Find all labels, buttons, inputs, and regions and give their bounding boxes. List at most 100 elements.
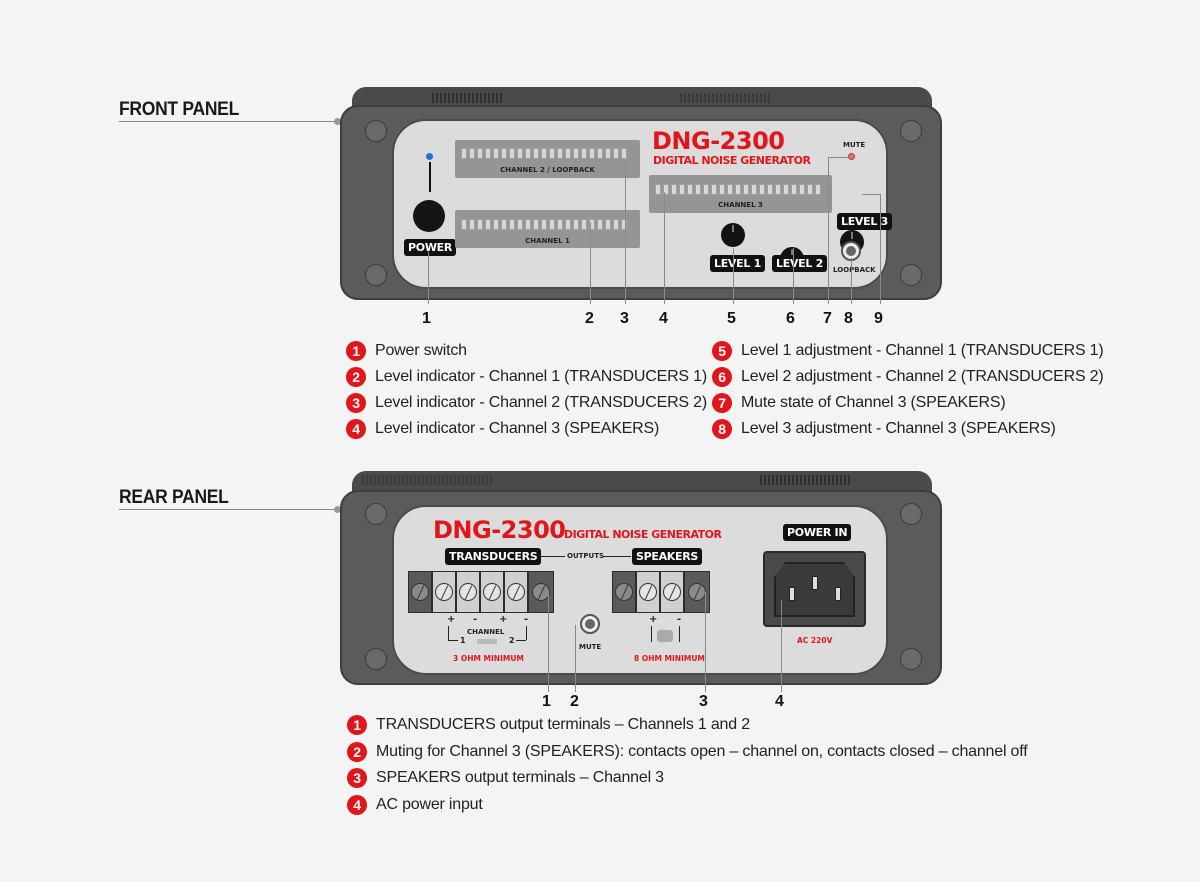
legend-item: 4 AC power input <box>347 792 1027 819</box>
callout-number: 2 <box>585 310 594 327</box>
level-1-knob[interactable] <box>721 223 745 247</box>
callout-line <box>828 157 829 304</box>
pin-icon <box>789 587 795 601</box>
power-switch-button[interactable] <box>413 200 445 232</box>
screw-icon <box>483 583 501 601</box>
transducers-label: TRANSDUCERS <box>445 548 542 565</box>
legend-text: Power switch <box>375 342 467 359</box>
screw-icon <box>900 503 922 525</box>
polarity-plus: + <box>499 614 508 625</box>
callout-number: 2 <box>570 693 579 710</box>
front-device: POWER CHANNEL 2 / LOOPBACK CHANNEL 1 CHA… <box>0 0 1200 304</box>
meter-channel-3-label: CHANNEL 3 <box>718 201 763 209</box>
terminal[interactable] <box>637 572 661 612</box>
screw-icon <box>435 583 453 601</box>
terminal[interactable] <box>481 572 505 612</box>
mute-jack-label: MUTE <box>579 643 602 651</box>
speakers-terminal-block[interactable] <box>612 571 710 613</box>
screw-icon <box>365 264 387 286</box>
front-subtitle: DIGITAL NOISE GENERATOR <box>653 154 811 167</box>
bracket <box>516 640 526 641</box>
level-3-label: LEVEL 3 <box>837 213 892 230</box>
screw-icon <box>900 648 922 670</box>
channel-label: CHANNEL <box>467 628 505 636</box>
meter-channel-1: CHANNEL 1 <box>455 210 640 248</box>
power-in-label: POWER IN <box>783 524 852 541</box>
terminal[interactable] <box>433 572 457 612</box>
screw-icon <box>900 120 922 142</box>
front-vent-right <box>680 93 770 103</box>
callout-line <box>625 160 626 304</box>
callout-number: 4 <box>775 693 784 710</box>
power-led-icon <box>426 153 433 160</box>
legend-number-badge: 6 <box>712 367 732 387</box>
speakers-label: SPEAKERS <box>632 548 703 565</box>
legend-number-badge: 3 <box>346 393 366 413</box>
terminal[interactable] <box>457 572 481 612</box>
bracket <box>448 640 458 641</box>
bracket <box>651 626 652 642</box>
polarity-minus: - <box>677 614 682 625</box>
ac-voltage-label: AC 220V <box>797 636 833 645</box>
legend-text: Level 2 adjustment - Channel 2 (TRANSDUC… <box>741 368 1104 385</box>
legend-number-badge: 1 <box>346 341 366 361</box>
legend-number-badge: 3 <box>347 768 367 789</box>
meter-channel-2: CHANNEL 2 / LOOPBACK <box>455 140 640 178</box>
terminal[interactable] <box>613 572 637 612</box>
mute-jack[interactable] <box>580 614 600 634</box>
legend-text: Level indicator - Channel 1 (TRANSDUCERS… <box>375 368 707 385</box>
callout-line <box>548 592 549 692</box>
meter-channel-1-label: CHANNEL 1 <box>525 237 570 245</box>
terminal[interactable] <box>529 572 553 612</box>
rear-vent-left <box>362 475 492 485</box>
legend-item: 3 Level indicator - Channel 2 (TRANSDUCER… <box>346 390 707 416</box>
legend-text: TRANSDUCERS output terminals – Channels … <box>376 716 750 734</box>
pin-icon <box>812 576 818 590</box>
level-1-label: LEVEL 1 <box>710 255 765 272</box>
transducers-terminal-block[interactable] <box>408 571 554 613</box>
channel-link-icon <box>477 639 497 644</box>
callout-line <box>590 222 591 304</box>
outputs-line-right <box>603 556 631 557</box>
callout-number: 7 <box>823 310 832 327</box>
legend-number-badge: 4 <box>347 794 367 815</box>
rear-heading-leader-dot <box>334 506 341 513</box>
speaker-icon <box>657 630 673 642</box>
front-heading-leader-dot <box>334 118 341 125</box>
terminal[interactable] <box>661 572 685 612</box>
power-led-line <box>429 162 431 192</box>
terminal[interactable] <box>409 572 433 612</box>
callout-line <box>428 252 429 304</box>
rear-vent-right <box>760 475 850 485</box>
callout-number: 1 <box>542 693 551 710</box>
mute-led-label: MUTE <box>843 141 866 149</box>
callout-number: 6 <box>786 310 795 327</box>
legend-item: 2 Level indicator - Channel 1 (TRANSDUCER… <box>346 364 707 390</box>
callout-line <box>733 248 734 304</box>
legend-number-badge: 5 <box>712 341 732 361</box>
terminal[interactable] <box>505 572 529 612</box>
iec-socket <box>774 562 855 617</box>
iec-power-inlet[interactable] <box>763 551 866 627</box>
polarity-minus: - <box>524 614 529 625</box>
callout-line <box>828 157 848 158</box>
polarity-minus: - <box>473 614 478 625</box>
legend-text: AC power input <box>376 795 483 813</box>
screw-icon <box>615 583 633 601</box>
callout-line <box>862 194 880 195</box>
callout-line <box>575 625 576 692</box>
callout-number: 3 <box>620 310 629 327</box>
legend-number-badge: 2 <box>346 367 366 387</box>
bracket <box>526 626 527 640</box>
legend-text: Level indicator - Channel 2 (TRANSDUCERS… <box>375 394 707 411</box>
screw-icon <box>532 583 550 601</box>
